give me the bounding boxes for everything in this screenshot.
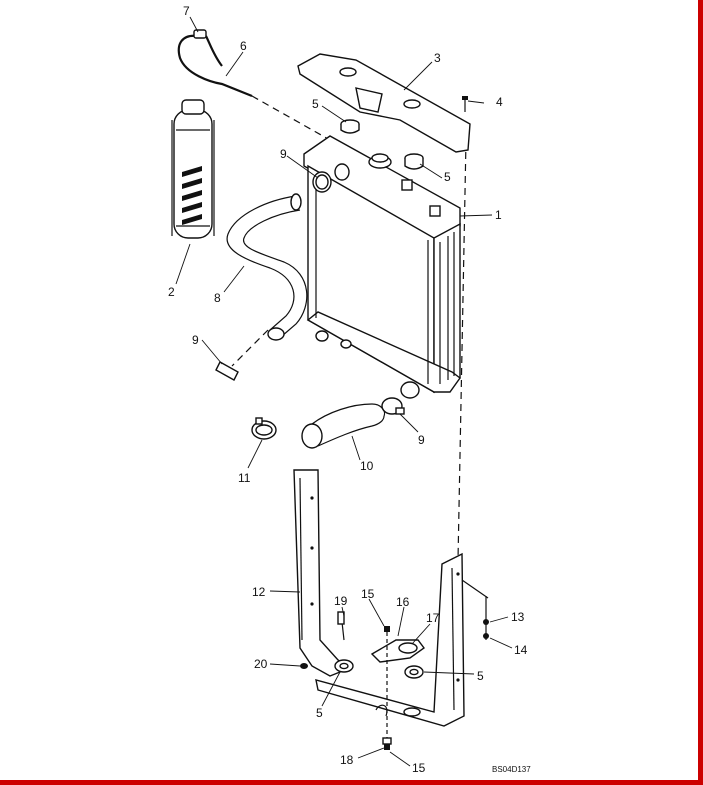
callout-15-top: 15 — [361, 587, 375, 601]
callout-labels: 7 6 3 4 5 9 5 1 2 8 9 9 10 11 12 19 15 1… — [168, 4, 528, 775]
callout-6: 6 — [240, 39, 247, 53]
right-border — [698, 0, 703, 785]
rubber-mount-upper-left — [340, 119, 360, 134]
hose-clamp-left — [215, 361, 239, 381]
callout-13: 13 — [511, 610, 525, 624]
callout-17: 17 — [426, 611, 440, 625]
callout-9-top: 9 — [280, 147, 287, 161]
assembly-lines — [231, 95, 467, 561]
washer-nut — [483, 596, 489, 640]
callout-8: 8 — [214, 291, 221, 305]
callout-5-lower-right: 5 — [477, 669, 484, 683]
callout-5-lower-left: 5 — [316, 706, 323, 720]
callout-15-bottom: 15 — [412, 761, 426, 775]
upper-radiator-hose — [226, 193, 308, 341]
bolt — [462, 96, 468, 112]
callout-12: 12 — [252, 585, 266, 599]
hose-clamp-top — [315, 174, 329, 190]
callout-9-bottom: 9 — [418, 433, 425, 447]
callout-19: 19 — [334, 594, 348, 608]
right-support — [315, 552, 489, 727]
hose-clamp-bottom — [381, 397, 405, 415]
overflow-hose — [177, 29, 253, 98]
cable-tie — [300, 663, 308, 669]
top-bracket — [297, 53, 471, 153]
callout-18: 18 — [340, 753, 354, 767]
lower-loop — [375, 704, 421, 717]
hose-clamp-ring — [251, 417, 277, 440]
leader-lines — [175, 16, 513, 767]
callout-5-upper-right: 5 — [444, 170, 451, 184]
rubber-mount-lower-right — [404, 665, 424, 679]
callout-1: 1 — [495, 208, 502, 222]
left-support — [293, 469, 352, 677]
recovery-tank — [171, 99, 215, 239]
drawing-code: BS04D137 — [492, 765, 531, 774]
drain-bracket — [370, 639, 425, 663]
drain-valve — [382, 626, 392, 750]
callout-10: 10 — [360, 459, 374, 473]
callout-3: 3 — [434, 51, 441, 65]
rubber-mount-lower-left — [334, 659, 354, 673]
callout-2: 2 — [168, 285, 175, 299]
callout-20: 20 — [254, 657, 268, 671]
drain-cable — [337, 611, 345, 641]
callout-9-left: 9 — [192, 333, 199, 347]
lower-radiator-hose — [301, 403, 386, 449]
callout-7: 7 — [183, 4, 190, 18]
callout-11: 11 — [238, 471, 251, 485]
callout-5-upper-left: 5 — [312, 97, 319, 111]
callout-4: 4 — [496, 95, 503, 109]
bottom-border — [0, 780, 703, 785]
callout-16: 16 — [396, 595, 410, 609]
rubber-mount-upper-right — [404, 153, 424, 170]
callout-14: 14 — [514, 643, 528, 657]
radiator — [303, 135, 461, 399]
